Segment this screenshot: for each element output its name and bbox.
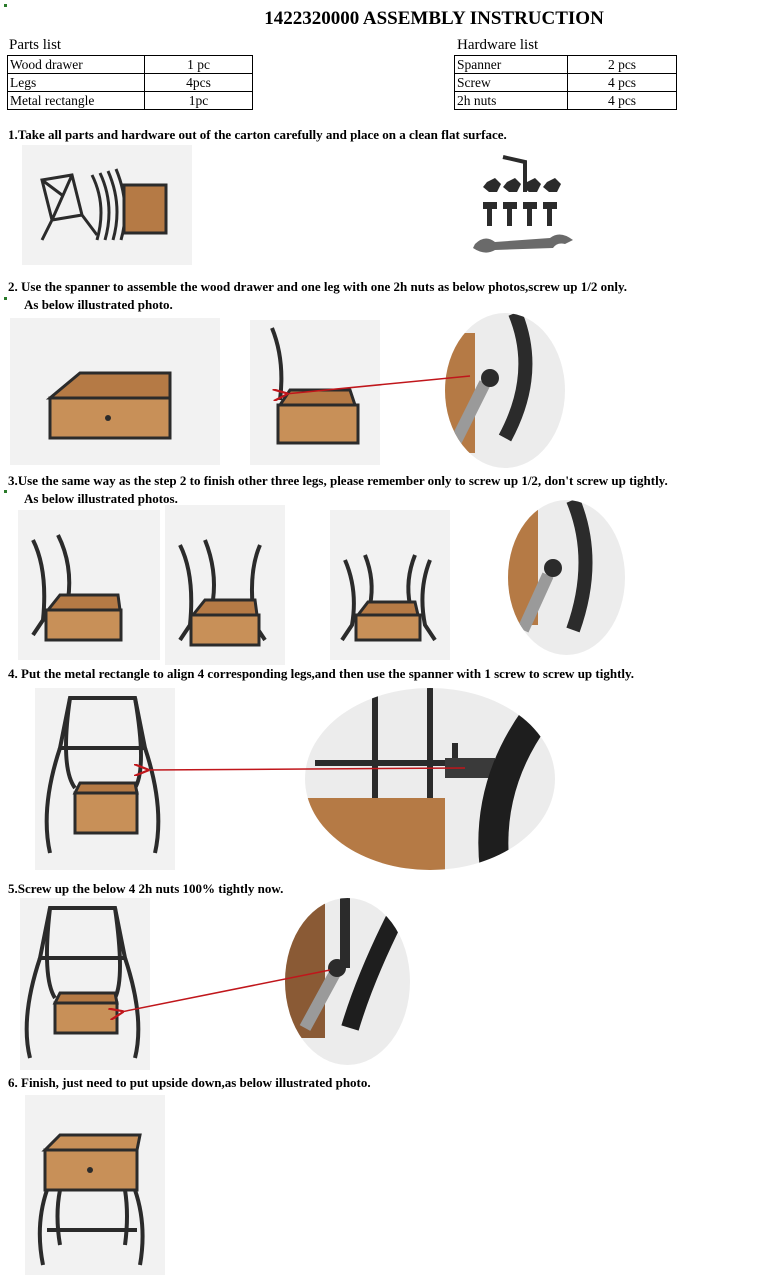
hardware-qty: 4 pcs <box>567 91 677 110</box>
three-legs-photo <box>165 505 285 665</box>
part-qty: 4pcs <box>144 73 253 92</box>
part-name: Metal rectangle <box>7 91 145 110</box>
part-name: Wood drawer <box>7 55 145 74</box>
hardware-qty: 4 pcs <box>567 73 677 92</box>
spanner-detail-photo <box>445 313 565 468</box>
drawer-one-leg-photo <box>250 320 380 465</box>
part-qty: 1 pc <box>144 55 253 74</box>
hardware-name: Screw <box>454 73 568 92</box>
part-name: Legs <box>7 73 145 92</box>
two-legs-photo <box>18 510 160 660</box>
hardware-name: Spanner <box>454 55 568 74</box>
metal-rectangle-photo <box>35 688 175 870</box>
finished-table-photo <box>25 1095 165 1275</box>
hardware-photo <box>465 152 580 265</box>
part-qty: 1pc <box>144 91 253 110</box>
step-2-subtext: As below illustrated photo. <box>24 297 173 312</box>
spanner-detail-photo-2 <box>508 500 625 655</box>
corner-mark <box>4 297 7 300</box>
hardware-qty: 2 pcs <box>567 55 677 74</box>
four-legs-photo <box>330 510 450 660</box>
step-1-text: 1.Take all parts and hardware out of the… <box>8 127 507 142</box>
step-5-text: 5.Screw up the below 4 2h nuts 100% tigh… <box>8 881 284 896</box>
step-3-subtext: As below illustrated photos. <box>24 491 178 506</box>
corner-mark <box>4 490 7 493</box>
nut-detail-photo <box>285 898 410 1065</box>
tighten-nuts-photo <box>20 898 150 1070</box>
page-title: 1422320000 ASSEMBLY INSTRUCTION <box>264 8 604 29</box>
hardware-name: 2h nuts <box>454 91 568 110</box>
step-2-text: 2. Use the spanner to assemble the wood … <box>8 279 628 294</box>
corner-mark <box>4 4 7 7</box>
step-6-text: 6. Finish, just need to put upside down,… <box>8 1075 371 1090</box>
drawer-photo <box>10 318 220 465</box>
step-4-text: 4. Put the metal rectangle to align 4 co… <box>8 666 635 681</box>
hardware-list-label: Hardware list <box>457 37 539 53</box>
parts-photo <box>22 145 192 265</box>
parts-list-label: Parts list <box>9 37 62 53</box>
step-3-text: 3.Use the same way as the step 2 to fini… <box>8 473 668 488</box>
screw-detail-photo <box>305 688 555 870</box>
